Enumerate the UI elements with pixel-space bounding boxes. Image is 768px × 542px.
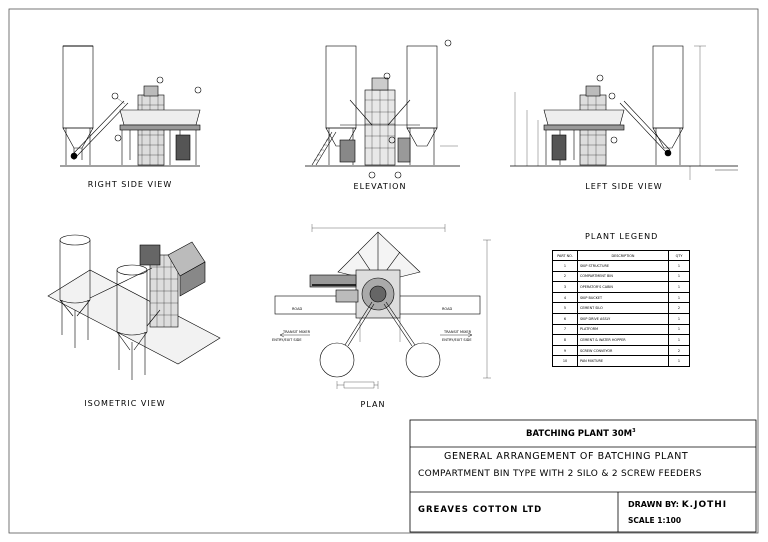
legend-cell-partno: 2 — [552, 270, 578, 283]
right-side-view-drawing — [60, 45, 202, 167]
elevation-label: ELEVATION — [353, 182, 407, 191]
legend-cell-description: SKIP STRUCTURE — [577, 260, 669, 272]
isometric-view-drawing — [47, 234, 221, 380]
plan-transit-left-1: TRANSIT MIXER — [283, 330, 311, 334]
plant-name-superscript: 3 — [632, 428, 636, 434]
legend-cell-qty: 1 — [668, 355, 690, 367]
legend-title: PLANT LEGEND — [585, 232, 659, 241]
plan-road-left: ROAD — [292, 307, 303, 311]
legend-cell-description: COMPARTMENT BIN — [577, 270, 669, 283]
legend-cell-description: PAN MIXTURE — [577, 355, 669, 367]
legend-cell-qty: 1 — [668, 312, 690, 325]
legend-header-qty: QTY — [668, 250, 690, 261]
title-line-2: COMPARTMENT BIN TYPE WITH 2 SILO & 2 SCR… — [418, 469, 702, 479]
plan-road-right: ROAD — [442, 307, 453, 311]
legend-cell-qty: 2 — [668, 344, 690, 357]
legend-cell-partno: 9 — [552, 344, 578, 357]
title-block-frame — [409, 419, 757, 533]
legend-cell-qty: 1 — [668, 270, 690, 283]
legend-cell-description: SKIP DRIVE ASSLY — [577, 312, 669, 325]
legend-cell-partno: 6 — [552, 312, 578, 325]
legend-cell-partno: 3 — [552, 281, 578, 293]
legend-header-partno: PART NO. — [552, 250, 578, 261]
drawn-by-label: DRAWN BY: — [628, 500, 679, 509]
plan-transit-left-2: ENTRY/EXIT SIDE — [272, 338, 302, 342]
title-line-1: GENERAL ARRANGEMENT OF BATCHING PLANT — [444, 451, 689, 462]
left-side-view-drawing — [510, 45, 738, 180]
legend-cell-partno: 4 — [552, 291, 578, 304]
left-side-view-label: LEFT SIDE VIEW — [585, 182, 663, 191]
legend-cell-qty: 1 — [668, 281, 690, 293]
legend-cell-partno: 8 — [552, 334, 578, 346]
legend-cell-description: CEMENT SILO — [577, 302, 669, 314]
plant-name: BATCHING PLANT 30M3 — [526, 428, 636, 439]
legend-cell-partno: 10 — [552, 355, 578, 367]
elevation-drawing — [305, 39, 460, 179]
legend-cell-description: OPERATOR'S CABIN — [577, 281, 669, 293]
legend-cell-partno: 7 — [552, 323, 578, 336]
legend-cell-description: PLATFORM — [577, 323, 669, 336]
scale-text: SCALE 1:100 — [628, 516, 682, 525]
plan-transit-right-2: ENTRY/EXIT SIDE — [442, 338, 472, 342]
drawn-by-name: K.JOTHI — [681, 500, 728, 510]
company-name: GREAVES COTTON LTD — [418, 505, 543, 515]
plan-transit-right-1: TRANSIT MIXER — [444, 330, 472, 334]
plan-label: PLAN — [360, 400, 386, 409]
legend-cell-description: CEMENT & WATER HOPPER — [577, 334, 669, 346]
legend-cell-qty: 1 — [668, 323, 690, 336]
sheet-border — [8, 8, 759, 534]
legend-cell-partno: 1 — [552, 260, 578, 272]
legend-header-description: DESCRIPTION — [577, 250, 669, 261]
plan-drawing — [274, 224, 491, 389]
legend-cell-partno: 5 — [552, 302, 578, 314]
legend-header-row: PART NO. DESCRIPTION QTY — [552, 250, 690, 261]
legend-cell-qty: 2 — [668, 302, 690, 314]
legend-cell-qty: 1 — [668, 334, 690, 346]
legend-cell-description: SKIP BUCKET — [577, 291, 669, 304]
drawn-by: DRAWN BY: K.JOTHI — [628, 500, 727, 510]
isometric-view-label: ISOMETRIC VIEW — [84, 399, 166, 408]
plant-name-text: BATCHING PLANT 30M — [526, 428, 633, 439]
legend-cell-qty: 1 — [668, 260, 690, 272]
legend-cell-description: SCREW CONVEYOR — [577, 344, 669, 357]
right-side-view-label: RIGHT SIDE VIEW — [87, 180, 173, 189]
legend-cell-qty: 1 — [668, 291, 690, 304]
